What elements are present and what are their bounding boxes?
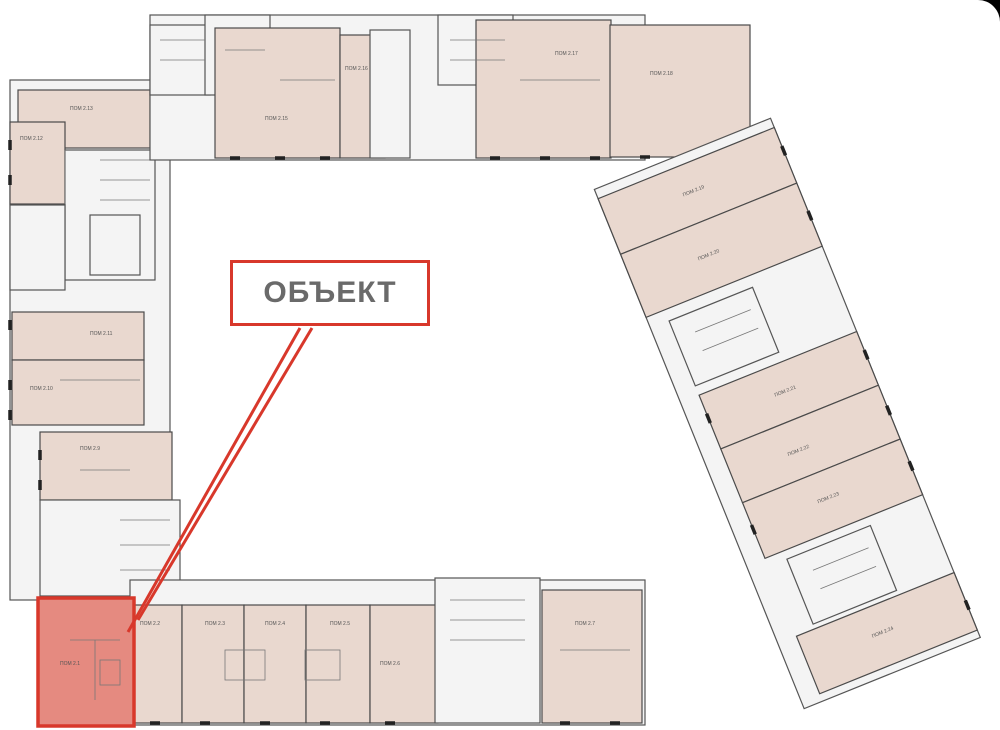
unit-bottom-4[interactable] (305, 604, 371, 724)
svg-text:ПОМ 2.12: ПОМ 2.12 (20, 136, 43, 142)
svg-text:ПОМ 2.5: ПОМ 2.5 (330, 621, 350, 627)
unit-left-2[interactable] (9, 121, 66, 205)
callout-pointer (126, 327, 314, 633)
top-wing: ПОМ 2.15 ПОМ 2.16 ПОМ 2.17 ПОМ 2.18 (149, 14, 751, 161)
svg-text:ПОМ 2.10: ПОМ 2.10 (30, 386, 53, 392)
right-wing: ПОМ 2.19 ПОМ 2.20 ПОМ 2.21 ПОМ 2.22 ПОМ … (593, 117, 982, 710)
object-callout-box: ОБЪЕКТ (230, 260, 430, 326)
elevator-left-upper (89, 214, 141, 276)
unit-left-5[interactable] (39, 431, 173, 501)
unit-top-4[interactable] (609, 24, 751, 158)
stair-core-right-lower (786, 524, 898, 625)
stair-core-bottom (434, 577, 541, 724)
bottom-wing: ПОМ 2.2 ПОМ 2.3 ПОМ 2.4 ПОМ 2.5 ПОМ 2.6 … (129, 577, 646, 726)
svg-text:ПОМ 2.17: ПОМ 2.17 (555, 51, 578, 57)
highlighted-object-unit[interactable] (36, 596, 136, 728)
stair-core-top-mid (369, 29, 411, 159)
svg-text:ПОМ 2.4: ПОМ 2.4 (265, 621, 285, 627)
unit-bottom-5[interactable] (369, 604, 439, 724)
corridor-left (9, 204, 66, 291)
svg-text:ПОМ 2.6: ПОМ 2.6 (380, 661, 400, 667)
unit-left-3[interactable] (11, 311, 145, 361)
unit-bottom-2[interactable] (181, 604, 245, 724)
unit-left-4[interactable] (11, 359, 145, 426)
unit-bottom-6[interactable] (541, 589, 643, 724)
unit-top-1[interactable] (214, 27, 341, 159)
svg-text:ПОМ 2.11: ПОМ 2.11 (90, 331, 113, 337)
unit-bottom-1[interactable] (129, 604, 183, 724)
svg-text:ПОМ 2.2: ПОМ 2.2 (140, 621, 160, 627)
highlighted-unit-label: ПОМ 2.1 (60, 661, 80, 667)
left-wing: ПОМ 2.13 ПОМ 2.12 ПОМ 2.11 ПОМ 2.10 ПОМ … (8, 79, 181, 601)
unit-bottom-3[interactable] (243, 604, 307, 724)
unit-top-3[interactable] (475, 19, 612, 159)
svg-text:ПОМ 2.18: ПОМ 2.18 (650, 71, 673, 77)
svg-text:ПОМ 2.3: ПОМ 2.3 (205, 621, 225, 627)
svg-text:ПОМ 2.16: ПОМ 2.16 (345, 66, 368, 72)
svg-text:ПОМ 2.13: ПОМ 2.13 (70, 106, 93, 112)
stair-core-right-upper (668, 286, 780, 387)
svg-text:ПОМ 2.9: ПОМ 2.9 (80, 446, 100, 452)
object-callout-label: ОБЪЕКТ (263, 276, 397, 309)
highlighted-unit-interior (70, 639, 121, 700)
svg-text:ПОМ 2.7: ПОМ 2.7 (575, 621, 595, 627)
svg-text:ПОМ 2.15: ПОМ 2.15 (265, 116, 288, 122)
